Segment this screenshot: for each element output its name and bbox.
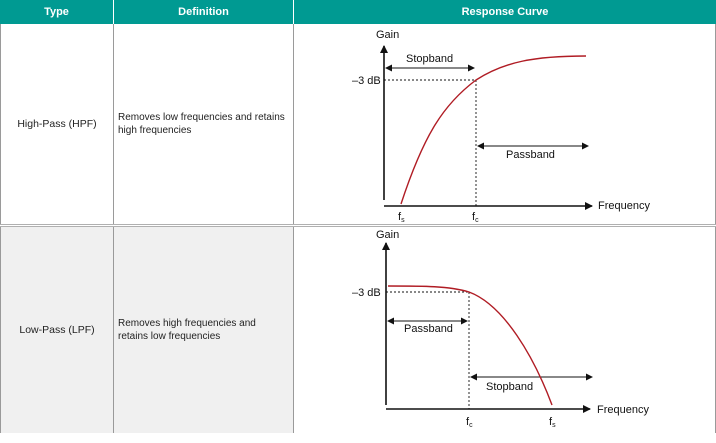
response-curve-cell: Gain Frequency –3 dB Passband Stopband f…: [294, 227, 716, 433]
definition-cell: Removes low frequencies and retains high…: [114, 24, 294, 224]
definition-text: Removes high frequencies and retains low…: [118, 318, 256, 342]
table-row-lpf: Low-Pass (LPF) Removes high frequencies …: [0, 226, 716, 433]
header-definition: Definition: [114, 0, 294, 24]
frequency-label: Frequency: [598, 200, 650, 212]
gain-label: Gain: [376, 29, 399, 41]
lpf-curve: [387, 285, 553, 406]
lpf-response-diagram: Gain Frequency –3 dB Passband Stopband f…: [352, 229, 649, 429]
table-row-hpf: High-Pass (HPF) Removes low frequencies …: [0, 24, 716, 225]
passband-label: Passband: [404, 323, 453, 335]
hpf-response-diagram: Gain Frequency –3 dB Stopband Passband f…: [352, 29, 650, 224]
header-response-curve: Response Curve: [294, 0, 716, 24]
minus-3db-label: –3 dB: [352, 75, 381, 87]
hpf-curve: [400, 55, 587, 205]
gain-label: Gain: [376, 229, 399, 241]
minus-3db-label: –3 dB: [352, 287, 381, 299]
fs-label: fs: [398, 211, 405, 224]
fc-label: fc: [466, 416, 473, 429]
fs-label: fs: [549, 416, 556, 429]
response-curve-cell: Gain Frequency –3 dB Stopband Passband f…: [294, 24, 716, 224]
fc-label: fc: [472, 211, 479, 224]
frequency-label: Frequency: [597, 404, 649, 416]
stopband-label: Stopband: [406, 53, 453, 65]
header-type: Type: [0, 0, 114, 24]
stopband-label: Stopband: [486, 381, 533, 393]
definition-cell: Removes high frequencies and retains low…: [114, 227, 294, 433]
type-cell: Low-Pass (LPF): [0, 227, 114, 433]
passband-label: Passband: [506, 149, 555, 161]
type-cell: High-Pass (HPF): [0, 24, 114, 224]
definition-text: Removes low frequencies and retains high…: [118, 112, 285, 136]
